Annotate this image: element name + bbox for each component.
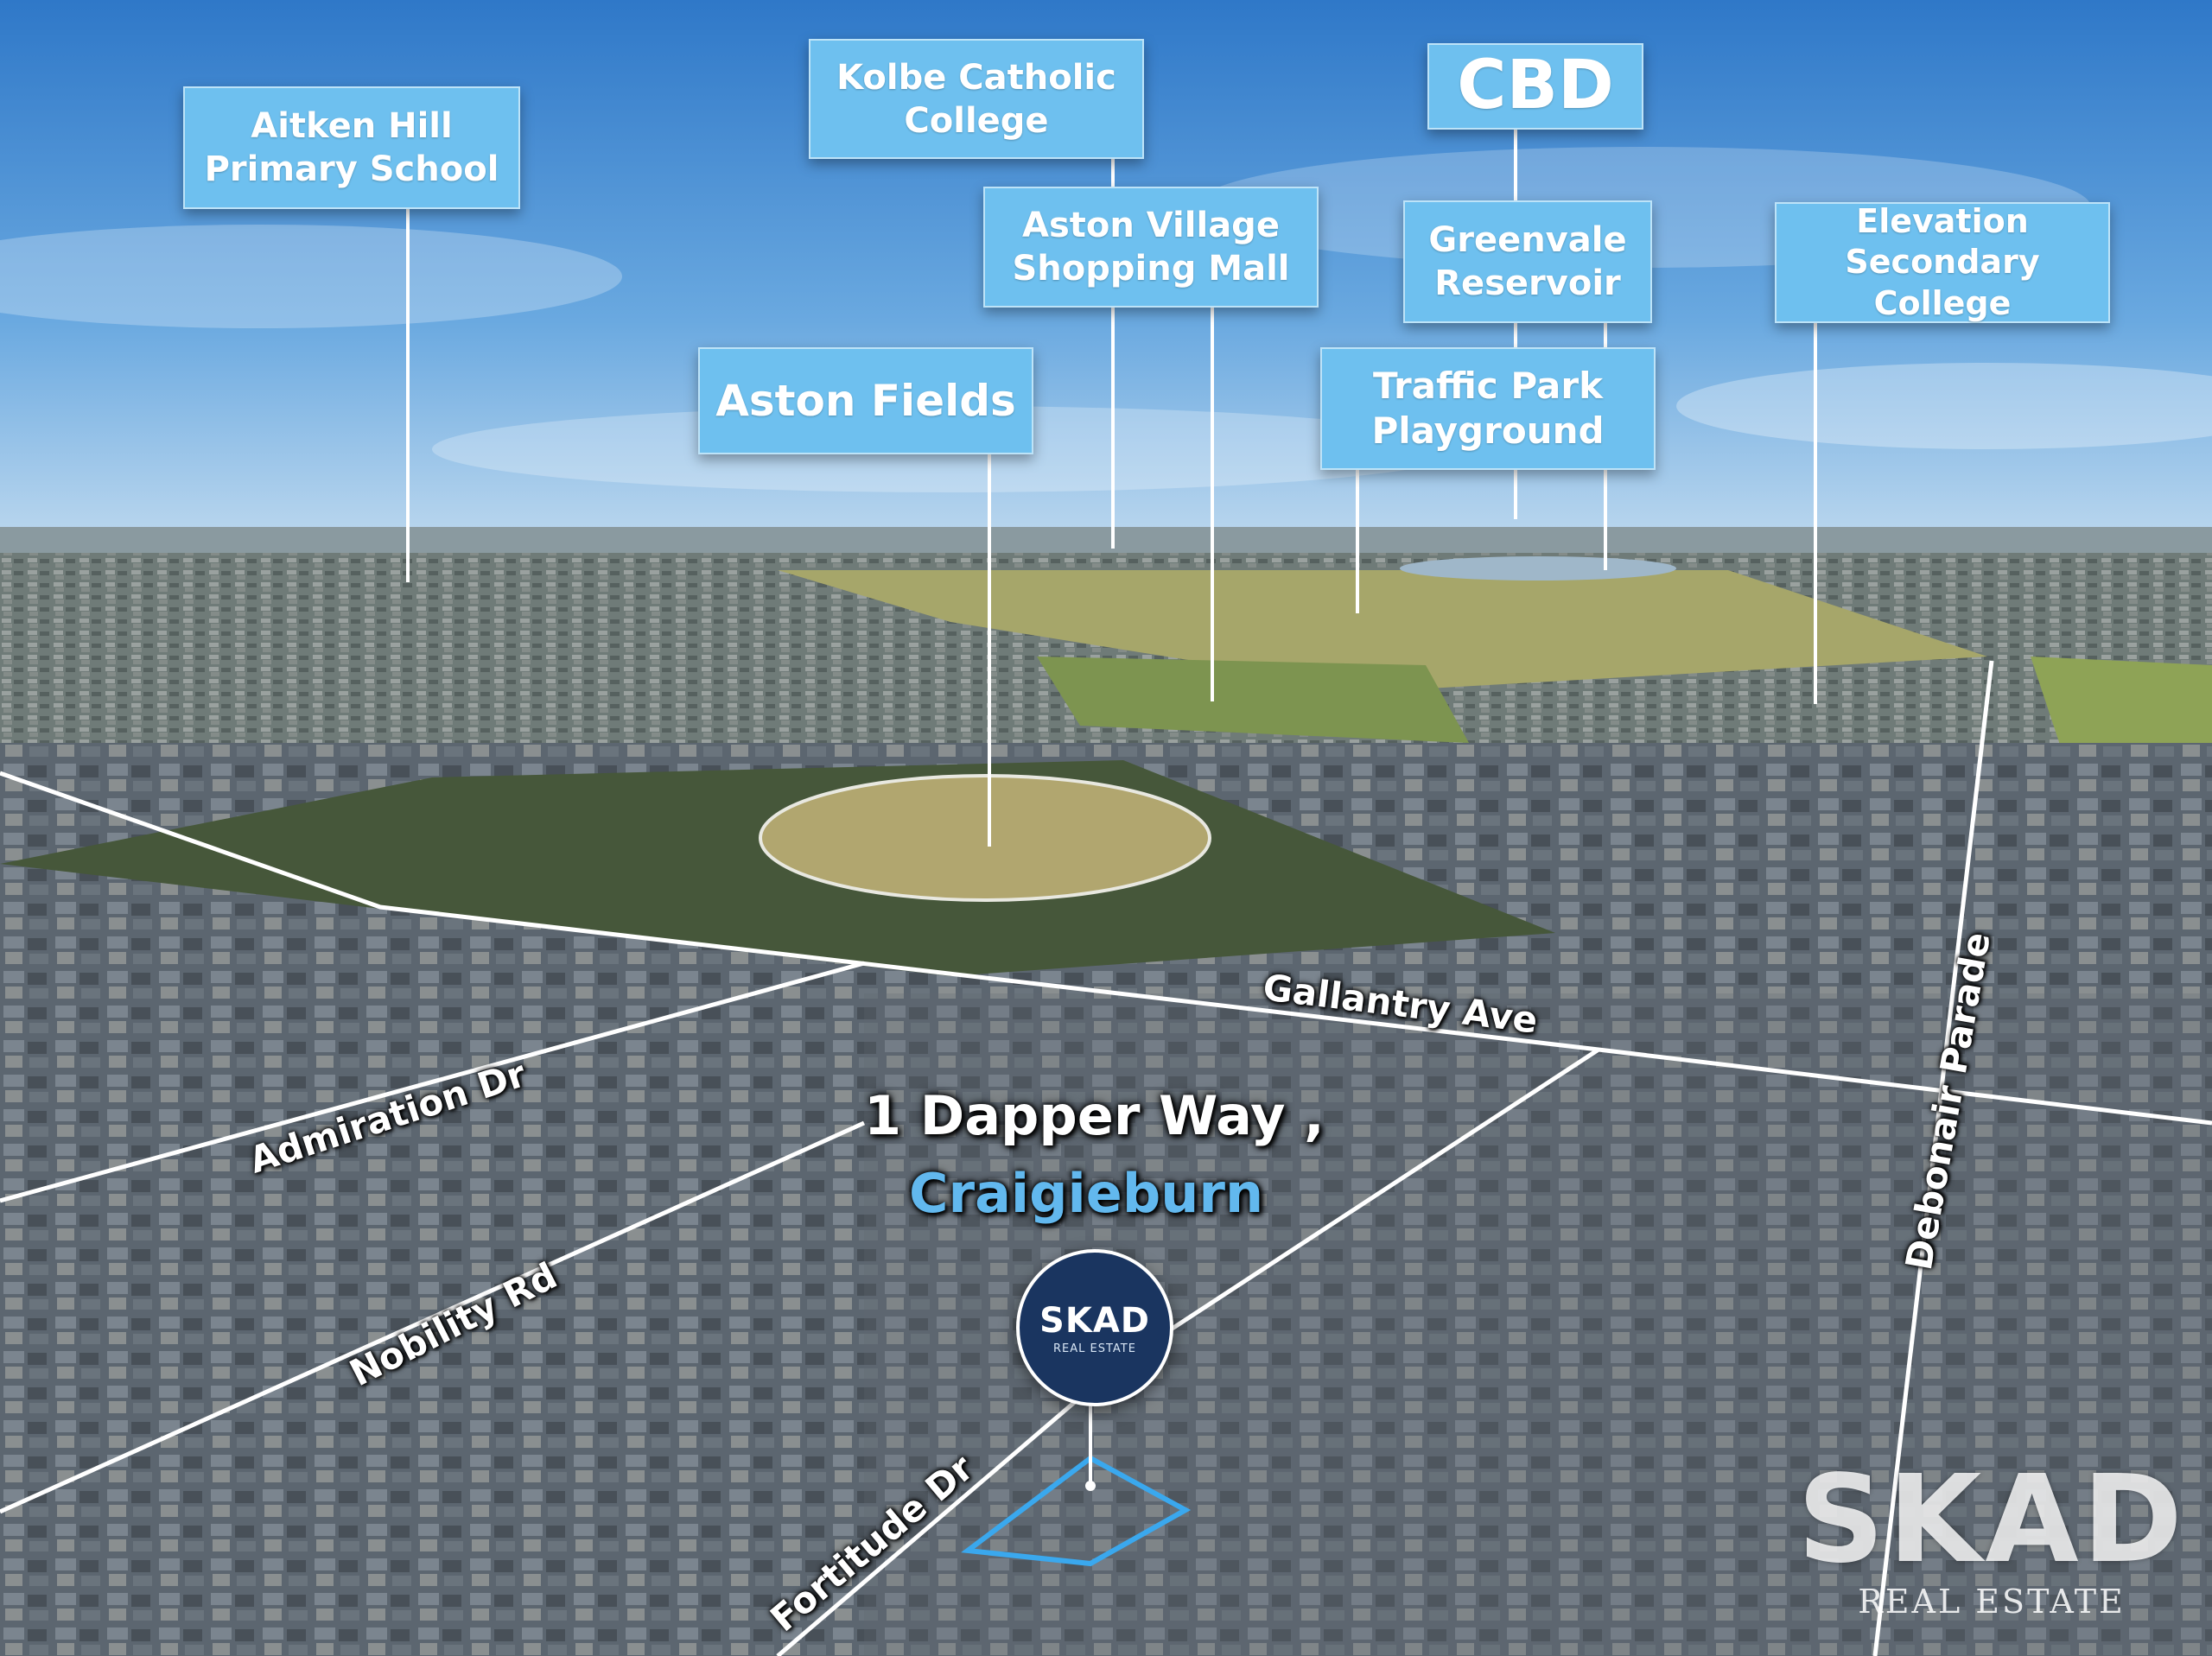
- label-kolbe-catholic-college: Kolbe Catholic College: [809, 39, 1144, 159]
- label-aitken-hill-primary-school: Aitken Hill Primary School: [183, 86, 520, 209]
- address-street: 1 Dapper Way ,: [864, 1084, 1325, 1147]
- leader-line-traffic-park: [1356, 466, 1359, 613]
- leader-line-elevation: [1814, 320, 1817, 704]
- label-greenvale-reservoir: Greenvale Reservoir: [1403, 200, 1652, 323]
- label-cbd: CBD: [1427, 43, 1643, 130]
- leader-line-kolbe: [1111, 155, 1115, 549]
- pin-brand-sub: REAL ESTATE: [1053, 1342, 1136, 1355]
- label-traffic-park-playground: Traffic Park Playground: [1320, 347, 1656, 470]
- brand-watermark: SKAD REAL ESTATE: [1797, 1460, 2183, 1621]
- watermark-brand-sub: REAL ESTATE: [1858, 1583, 2126, 1621]
- watermark-brand-name: SKAD: [1797, 1450, 2186, 1590]
- address-suburb: Craigieburn: [909, 1162, 1264, 1225]
- leader-line-aston-village: [1211, 304, 1214, 701]
- brand-pin-logo: SKAD REAL ESTATE: [1016, 1249, 1173, 1406]
- pin-brand-name: SKAD: [1039, 1300, 1150, 1341]
- label-elevation-secondary-college: Elevation Secondary College: [1775, 202, 2110, 323]
- leader-line-aitken: [406, 206, 410, 582]
- label-aston-village-shopping-mall: Aston Village Shopping Mall: [983, 187, 1319, 308]
- leader-line-aston-fields: [988, 451, 991, 847]
- label-aston-fields: Aston Fields: [698, 347, 1033, 454]
